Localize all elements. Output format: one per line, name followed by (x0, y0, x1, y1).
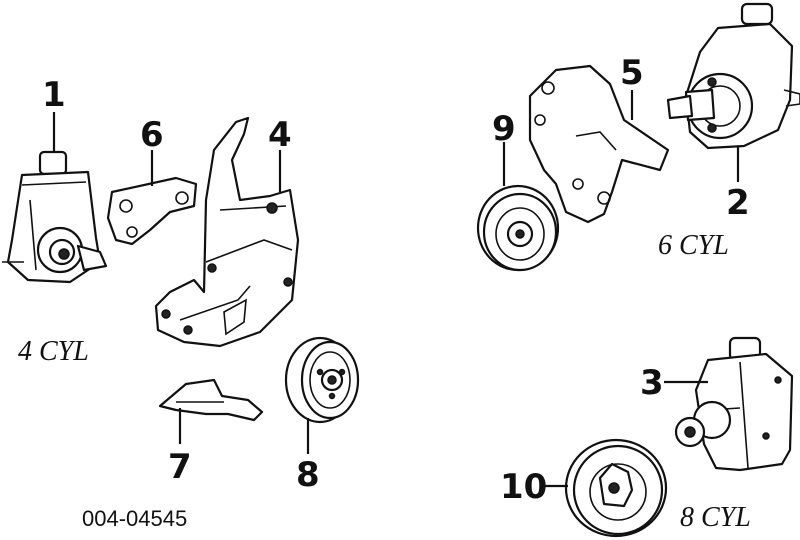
callout-3: 3 (640, 363, 664, 403)
callout-2: 2 (726, 183, 750, 223)
callout-5: 5 (620, 53, 644, 93)
pulley-4cyl (284, 336, 360, 424)
mounting-bracket-4cyl (154, 116, 300, 348)
power-steering-pump-8cyl (674, 336, 794, 472)
mounting-bracket-6cyl (528, 64, 670, 224)
pulley-6cyl (476, 184, 560, 272)
callout-9: 9 (492, 109, 516, 149)
callout-1: 1 (42, 75, 66, 115)
pump-bracket-4cyl (106, 176, 198, 246)
power-steering-pump-6cyl (666, 2, 800, 150)
callout-7: 7 (168, 447, 192, 487)
callout-6: 6 (140, 115, 164, 155)
diagram-part-number: 004-04545 (82, 506, 187, 531)
brace-4cyl (158, 378, 264, 422)
callout-8: 8 (296, 455, 320, 495)
callout-4: 4 (268, 115, 292, 155)
callout-10: 10 (500, 467, 547, 507)
pulley-8cyl (564, 438, 668, 538)
label-4-cyl: 4 CYL (18, 336, 89, 367)
label-8-cyl: 8 CYL (680, 502, 751, 533)
power-steering-pump-4cyl (2, 150, 108, 284)
label-6-cyl: 6 CYL (658, 230, 729, 261)
